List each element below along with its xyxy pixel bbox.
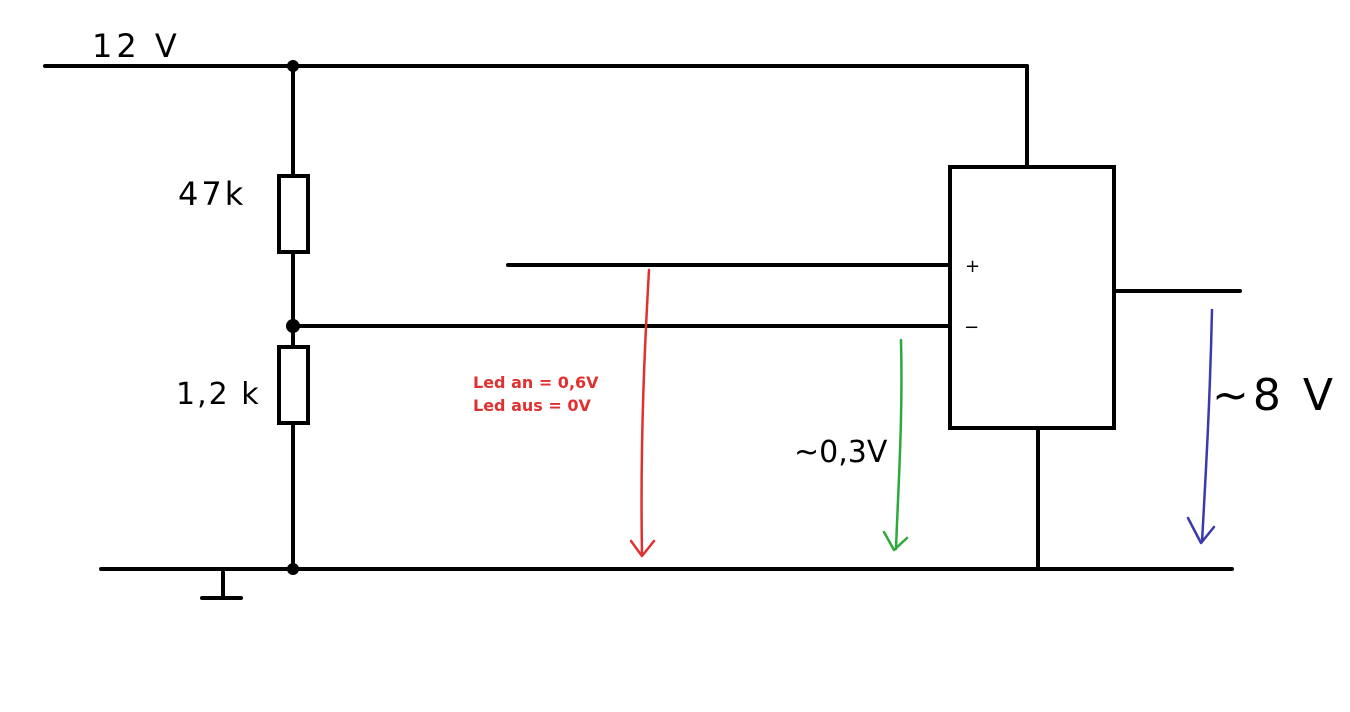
output-voltage-label: ~8 V bbox=[1212, 370, 1337, 421]
led-voltage-arrow-icon bbox=[640, 268, 651, 557]
output-voltage-arrow-icon bbox=[1200, 308, 1214, 544]
resistor-1k2 bbox=[277, 345, 310, 425]
supply-voltage-label: 12 V bbox=[92, 27, 181, 65]
junction-dot-bottom bbox=[287, 563, 299, 575]
led-off-label: Led aus = 0V bbox=[473, 396, 591, 415]
output-voltage-arrowhead-icon bbox=[1186, 516, 1216, 545]
minus-voltage-arrowhead-icon bbox=[882, 530, 909, 552]
resistor-47k bbox=[277, 174, 310, 254]
opamp-box bbox=[948, 165, 1116, 430]
resistor-1k2-label: 1,2 k bbox=[176, 377, 261, 412]
led-voltage-arrowhead-icon bbox=[629, 539, 656, 558]
led-on-label: Led an = 0,6V bbox=[473, 373, 599, 392]
junction-dot-top bbox=[287, 60, 299, 72]
minus-voltage-label: ~0,3V bbox=[794, 435, 888, 470]
resistor-47k-label: 47k bbox=[178, 175, 246, 213]
minus-voltage-arrow-icon bbox=[894, 338, 903, 551]
opamp-plus-sign: + bbox=[965, 256, 980, 277]
opamp-minus-sign: − bbox=[964, 317, 979, 338]
junction-dot-mid bbox=[286, 319, 300, 333]
